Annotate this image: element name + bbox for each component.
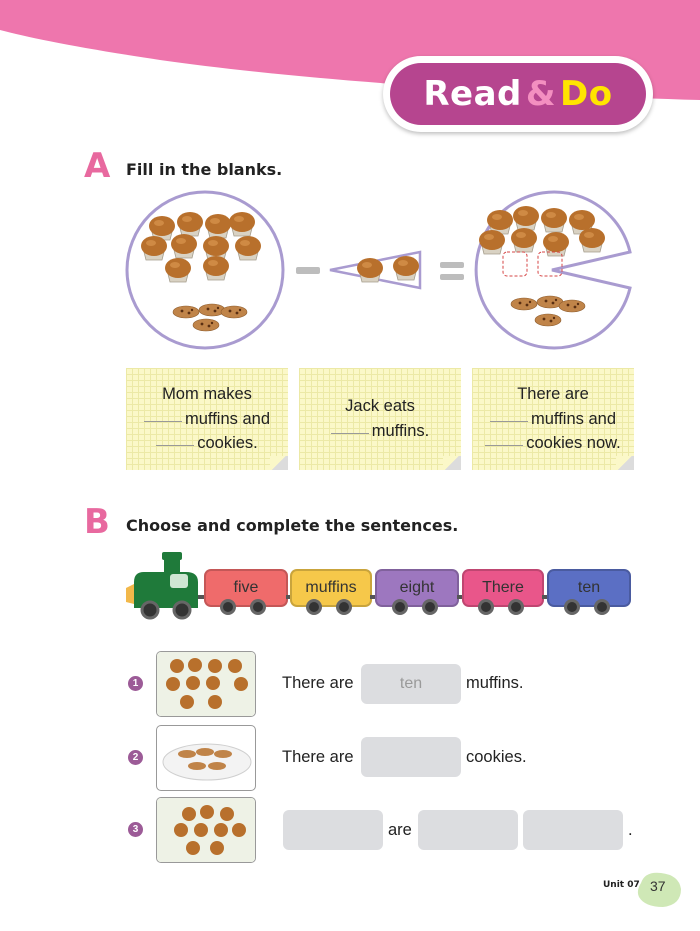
- blank-line[interactable]: [490, 420, 528, 422]
- muffin-equation-illustration: [125, 190, 632, 350]
- wheel: [422, 599, 438, 615]
- minus-icon: [296, 267, 320, 274]
- card3-line3: cookies now.: [526, 434, 621, 452]
- word-car-there[interactable]: There: [462, 569, 544, 607]
- section-a-title: Fill in the blanks.: [126, 160, 283, 179]
- wheel: [508, 599, 524, 615]
- train-hitch: [457, 595, 465, 599]
- badge-word-do: Do: [560, 74, 613, 114]
- equals-icon: [440, 262, 464, 268]
- badge-ampersand: &: [525, 74, 557, 114]
- row-number-3: 3: [128, 822, 143, 837]
- section-a-letter: A: [84, 146, 111, 186]
- wheel: [220, 599, 236, 615]
- cookies-photo-thumb: [156, 725, 256, 791]
- card1-line3: cookies.: [197, 434, 258, 452]
- word-car-eight[interactable]: eight: [375, 569, 459, 607]
- wheel: [306, 599, 322, 615]
- train-hitch: [198, 595, 206, 599]
- page-number-blob: [637, 872, 681, 907]
- card2-line1: Jack eats: [345, 397, 415, 415]
- blank-line[interactable]: [144, 420, 182, 422]
- wheel: [336, 599, 352, 615]
- answer-box-1[interactable]: ten: [361, 664, 461, 704]
- row1-before: There are: [282, 674, 354, 692]
- blank-line[interactable]: [156, 445, 195, 446]
- section-b-title: Choose and complete the sentences.: [126, 516, 459, 535]
- answer-1-text: ten: [399, 675, 423, 692]
- word-car-ten[interactable]: ten: [547, 569, 631, 607]
- wheel: [478, 599, 494, 615]
- word-muffins: muffins: [305, 579, 357, 596]
- row3-middle: are: [388, 821, 412, 839]
- wheel: [594, 599, 610, 615]
- card3-line2: muffins and: [531, 409, 616, 428]
- wheel: [250, 599, 266, 615]
- card3-line1: There are: [517, 385, 589, 403]
- read-and-do-badge: Read & Do: [390, 63, 646, 125]
- word-there: There: [482, 579, 524, 596]
- note-card-3: There are muffins and cookies now.: [472, 368, 634, 470]
- note-card-1: Mom makes muffins and cookies.: [126, 368, 288, 470]
- row-number-2: 2: [128, 750, 143, 765]
- blank-line[interactable]: [330, 432, 369, 434]
- eaten-muffin-outline: [502, 251, 563, 277]
- page-number: 37: [650, 878, 666, 894]
- row2-after: cookies.: [466, 748, 527, 766]
- train-hitch: [370, 595, 378, 599]
- word-ten: ten: [577, 579, 601, 596]
- row2-before: There are: [282, 748, 354, 766]
- badge-word-read: Read: [423, 74, 522, 114]
- card2-line2: muffins.: [371, 421, 430, 440]
- card1-line1: Mom makes: [162, 385, 252, 403]
- word-eight: eight: [399, 579, 435, 596]
- section-b-letter: B: [84, 502, 110, 542]
- answer-box-3c[interactable]: [523, 810, 623, 850]
- answer-box-3a[interactable]: [283, 810, 383, 850]
- row1-after: muffins.: [466, 674, 524, 692]
- card1-line2: muffins and: [185, 409, 270, 428]
- wheel: [392, 599, 408, 615]
- muffins-photo-thumb: [156, 651, 256, 717]
- row-number-1: 1: [128, 676, 143, 691]
- answer-box-3b[interactable]: [418, 810, 518, 850]
- blank-line[interactable]: [485, 445, 524, 446]
- answer-box-2[interactable]: [361, 737, 461, 777]
- row3-end: .: [628, 821, 633, 839]
- wheel: [564, 599, 580, 615]
- train-engine-icon: [126, 552, 198, 620]
- muffins-photo-thumb-2: [156, 797, 256, 863]
- word-five: five: [233, 579, 259, 596]
- note-card-2: Jack eats muffins.: [299, 368, 461, 470]
- unit-label: Unit 07: [603, 880, 640, 890]
- word-car-five[interactable]: five: [204, 569, 288, 607]
- word-car-muffins[interactable]: muffins: [290, 569, 372, 607]
- train-hitch: [542, 595, 550, 599]
